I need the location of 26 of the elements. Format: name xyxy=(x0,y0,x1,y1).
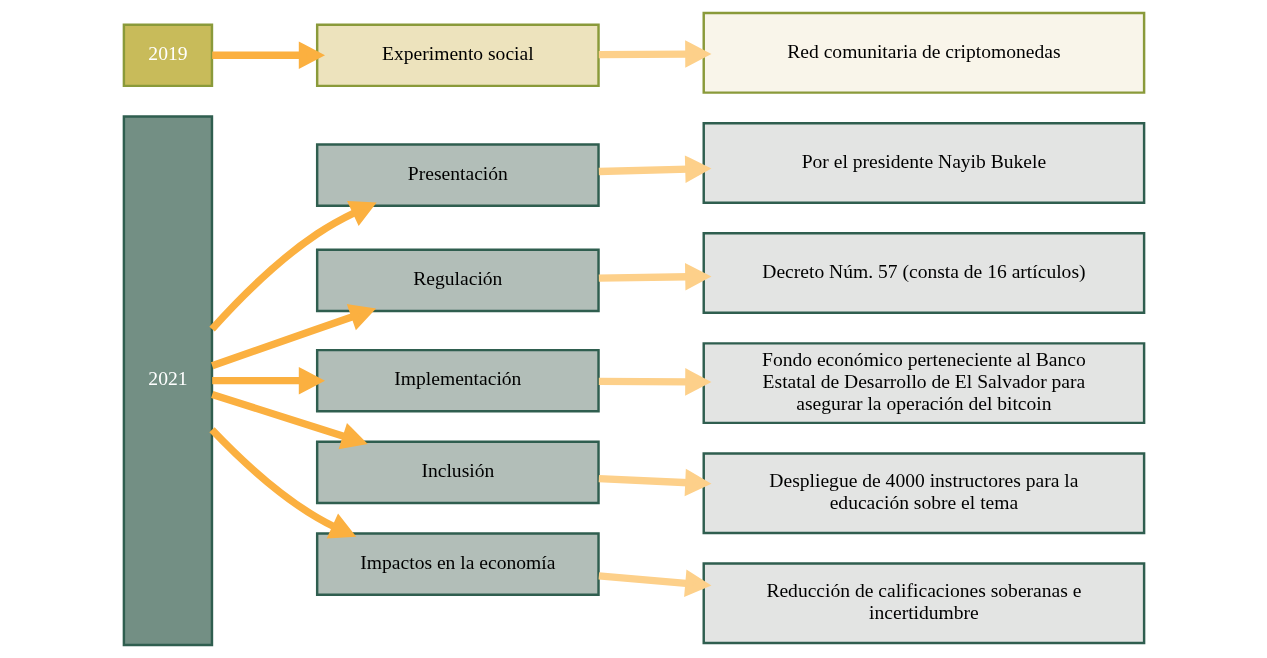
node-box: Decreto Núm. 57 (consta de 16 artículos) xyxy=(702,232,1145,314)
node-box: Presentación xyxy=(315,143,600,207)
arrow xyxy=(211,41,325,70)
arrow xyxy=(598,368,711,396)
arrow xyxy=(598,155,711,183)
arrow xyxy=(211,366,325,395)
arrow xyxy=(210,390,368,450)
node-box: Fondo económico perteneciente al Banco Estatal de Desarrollo de El Salvador para asegurar la operación del bitcoin xyxy=(702,342,1145,425)
node-box: Red comunitaria de criptomonedas xyxy=(702,11,1145,94)
arrow xyxy=(208,427,356,539)
node-box: Experimento social xyxy=(315,23,600,88)
node-box: Reducción de calificaciones soberanas e incertidumbre xyxy=(702,562,1145,645)
node-box: Despliegue de 4000 instructores para la educación sobre el tema xyxy=(702,452,1145,535)
node-box: Inclusión xyxy=(315,440,600,505)
arrow xyxy=(208,200,377,332)
node-box: Impactos en la economía xyxy=(315,532,600,596)
node-box: Implementación xyxy=(315,348,600,413)
node-box: 2019 xyxy=(122,23,213,88)
arrow xyxy=(598,569,711,597)
arrow xyxy=(210,304,376,370)
node-box: 2021 xyxy=(122,115,213,647)
arrow xyxy=(598,40,711,68)
arrow xyxy=(598,468,711,497)
node-box: Por el presidente Nayib Bukele xyxy=(702,121,1145,204)
arrow xyxy=(598,263,711,291)
node-box: Regulación xyxy=(315,248,600,313)
